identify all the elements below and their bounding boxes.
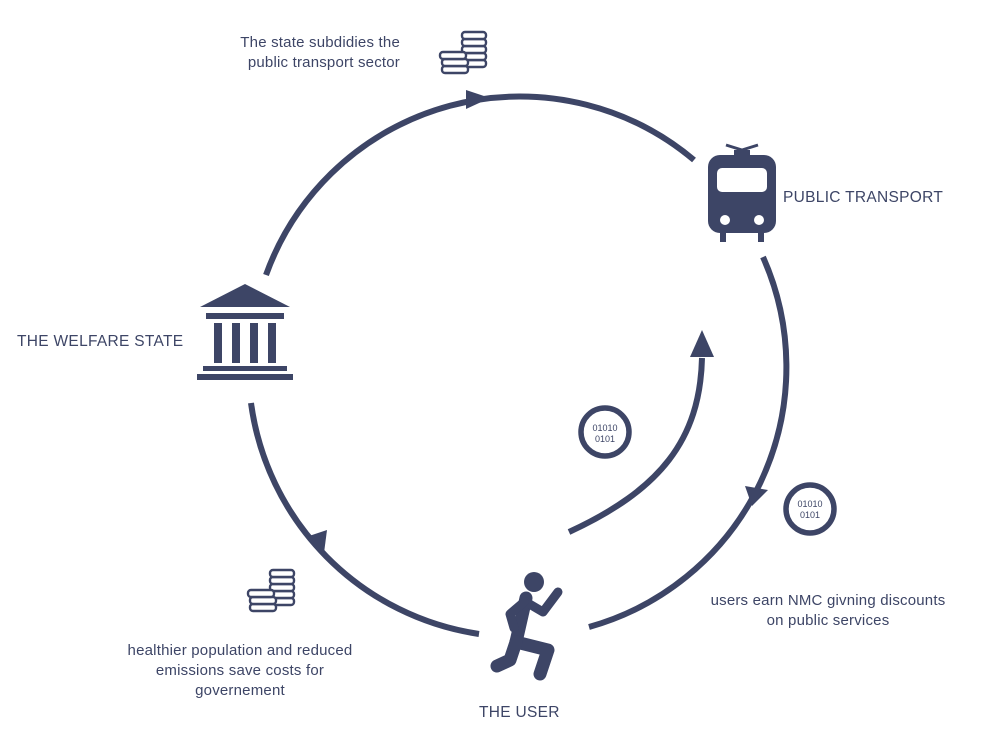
coin-stack-icon-bottom	[246, 568, 296, 613]
arc-user-to-state	[248, 402, 480, 637]
subsidy-line-1: The state subdidies the	[240, 34, 400, 51]
digital-token-icon-inner	[578, 405, 632, 459]
user-label: THE USER	[479, 704, 560, 721]
token-inner-line2: 0101	[595, 434, 615, 444]
welfare-state-label: THE WELFARE STATE	[17, 333, 184, 350]
savings-line-1: healthier population and reduced	[127, 642, 353, 659]
savings-annotation: healthier population and reduced emissio…	[100, 641, 380, 701]
earn-annotation: users earn NMC givning discounts on publ…	[680, 591, 976, 631]
arc-state-to-transport	[263, 93, 696, 277]
earn-line-2: on public services	[766, 612, 890, 629]
arc-user-to-transport-inner	[567, 357, 705, 535]
arc-transport-to-user	[588, 255, 790, 630]
arrowhead-subsidy	[466, 90, 490, 109]
arrowhead-inner	[690, 330, 714, 357]
digital-token-icon-outer	[783, 482, 837, 536]
arrowhead-earn	[745, 486, 768, 506]
savings-line-3: governement	[195, 682, 285, 699]
token-outer-line1: 01010	[797, 499, 822, 509]
earn-line-1: users earn NMC givning discounts	[710, 592, 946, 609]
tram-icon	[708, 143, 776, 242]
token-inner-line1: 01010	[592, 423, 617, 433]
subsidy-annotation: The state subdidies the public transport…	[200, 33, 400, 73]
subsidy-line-2: public transport sector	[247, 54, 400, 71]
token-outer-line2: 0101	[800, 510, 820, 520]
government-building-icon	[197, 284, 293, 380]
public-transport-label: PUBLIC TRANSPORT	[783, 189, 944, 206]
arrowhead-savings	[306, 530, 327, 553]
running-person-icon	[490, 572, 563, 681]
coin-stack-icon-top	[438, 30, 488, 75]
savings-line-2: emissions save costs for	[155, 662, 325, 679]
